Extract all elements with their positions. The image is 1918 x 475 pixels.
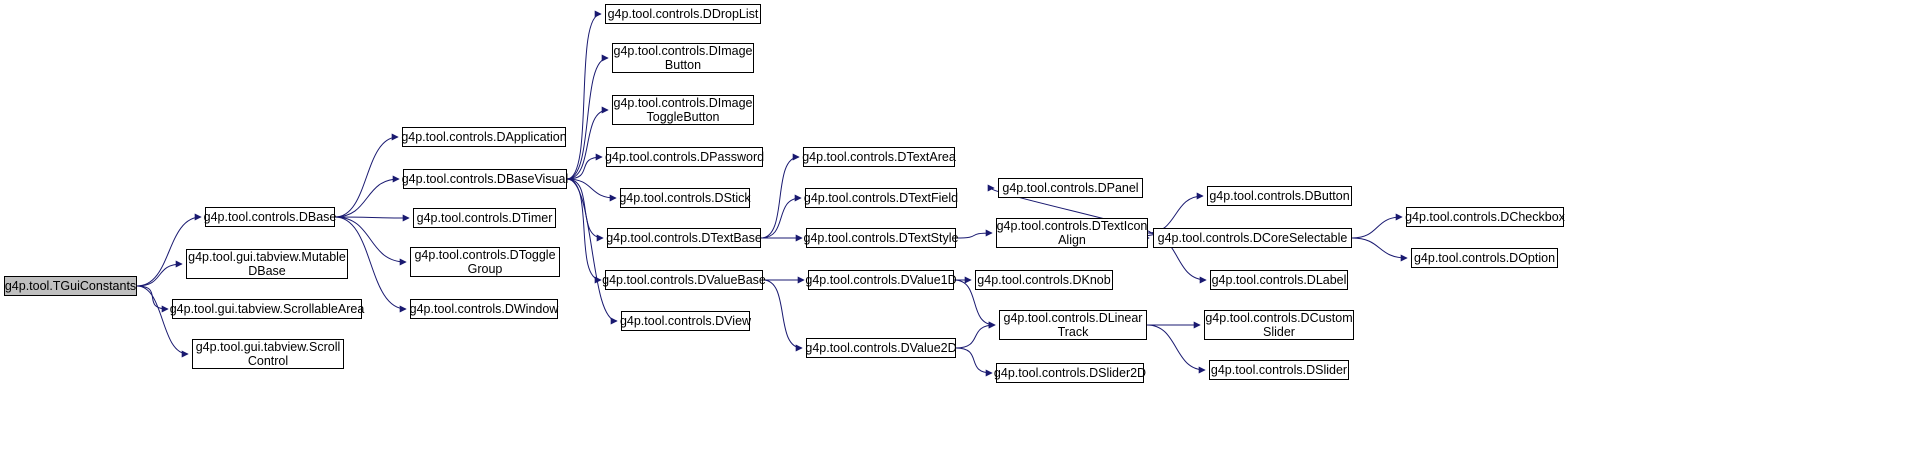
class-node-dbasevisual[interactable]: g4p.tool.controls.DBaseVisual [402, 169, 568, 189]
class-node-dtexticonalign[interactable]: g4p.tool.controls.DTextIcon Align [996, 218, 1148, 248]
edge-dbase-to-dbasevisual [334, 175, 400, 218]
class-node-dtextfield[interactable]: g4p.tool.controls.DTextField [804, 188, 958, 208]
class-node-dvaluebase[interactable]: g4p.tool.controls.DValueBase [602, 270, 766, 290]
edge-dvalue2d-to-dlineartrack [955, 321, 996, 349]
class-node-dimagetoggle[interactable]: g4p.tool.controls.DImage ToggleButton [612, 95, 754, 125]
class-node-dtextstyle[interactable]: g4p.tool.controls.DTextStyle [804, 228, 958, 248]
class-node-dcoreselectable[interactable]: g4p.tool.controls.DCoreSelectable [1153, 228, 1352, 248]
edge-dvaluebase-to-dvalue2d [762, 279, 803, 352]
class-node-dwindow[interactable]: g4p.tool.controls.DWindow [410, 299, 558, 319]
class-node-dpassword[interactable]: g4p.tool.controls.DPassword [605, 147, 764, 167]
class-node-ddroplist[interactable]: g4p.tool.controls.DDropList [605, 4, 761, 24]
edge-root-to-scrollcontrol [136, 285, 189, 358]
class-node-dknob[interactable]: g4p.tool.controls.DKnob [975, 270, 1113, 290]
class-node-scrollablearea[interactable]: g4p.tool.gui.tabview.ScrollableArea [170, 299, 364, 319]
edge-root-to-scrollablearea [136, 285, 169, 313]
class-node-root[interactable]: g4p.tool.TGuiConstants [4, 276, 137, 296]
class-node-dimagebutton[interactable]: g4p.tool.controls.DImage Button [612, 43, 754, 73]
class-node-dvalue2d[interactable]: g4p.tool.controls.DValue2D [805, 338, 957, 358]
class-node-dvalue1d[interactable]: g4p.tool.controls.DValue1D [805, 270, 957, 290]
edge-dbasevisual-to-dtextbase [566, 178, 604, 242]
class-node-dcheckbox[interactable]: g4p.tool.controls.DCheckbox [1405, 207, 1565, 227]
class-node-dslider[interactable]: g4p.tool.controls.DSlider [1209, 360, 1349, 380]
edge-dbasevisual-to-dstick [566, 178, 617, 202]
edge-dvalue2d-to-dslider2d [955, 347, 993, 377]
class-node-dtextarea[interactable]: g4p.tool.controls.DTextArea [802, 147, 956, 167]
edge-dtextbase-to-dtextfield [760, 194, 802, 239]
class-node-dapplication[interactable]: g4p.tool.controls.DApplication [401, 127, 567, 147]
edge-dbase-to-dapplication [334, 133, 399, 218]
class-node-dtogglegroup[interactable]: g4p.tool.controls.DToggle Group [410, 247, 560, 277]
class-node-dtimer[interactable]: g4p.tool.controls.DTimer [413, 208, 556, 228]
class-node-mutabledbase[interactable]: g4p.tool.gui.tabview.Mutable DBase [186, 249, 348, 279]
edge-dbasevisual-to-dvaluebase [566, 178, 602, 284]
edge-dtextstyle-to-dtexticonalign [955, 229, 993, 239]
class-node-dpanel[interactable]: g4p.tool.controls.DPanel [998, 178, 1143, 198]
class-node-dbutton[interactable]: g4p.tool.controls.DButton [1207, 186, 1352, 206]
class-node-dslider2d[interactable]: g4p.tool.controls.DSlider2D [994, 363, 1146, 383]
edge-dbasevisual-to-ddroplist [566, 10, 602, 180]
edge-root-to-mutabledbase [136, 260, 183, 287]
edge-dbasevisual-to-dimagetoggle [566, 106, 609, 180]
edge-dbasevisual-to-dpassword [566, 153, 603, 180]
class-node-doption[interactable]: g4p.tool.controls.DOption [1411, 248, 1558, 268]
edge-dbase-to-dtimer [334, 214, 410, 222]
edge-dcoreselectable-to-doption [1351, 237, 1408, 262]
edge-dtextbase-to-dtextarea [760, 153, 800, 239]
edge-dbasevisual-to-dview [566, 178, 618, 325]
edge-dbasevisual-to-dimagebutton [566, 54, 609, 180]
class-node-dlabel[interactable]: g4p.tool.controls.DLabel [1210, 270, 1348, 290]
class-node-dview[interactable]: g4p.tool.controls.DView [620, 311, 751, 331]
class-node-dlineartrack[interactable]: g4p.tool.controls.DLinear Track [999, 310, 1147, 340]
class-node-dbase[interactable]: g4p.tool.controls.DBase [204, 207, 336, 227]
class-node-dtextbase[interactable]: g4p.tool.controls.DTextBase [606, 228, 762, 248]
class-node-dcustomslider[interactable]: g4p.tool.controls.DCustom Slider [1204, 310, 1354, 340]
class-node-scrollcontrol[interactable]: g4p.tool.gui.tabview.Scroll Control [192, 339, 344, 369]
edge-dcoreselectable-to-dcheckbox [1351, 213, 1403, 239]
class-node-dstick[interactable]: g4p.tool.controls.DStick [619, 188, 751, 208]
edge-dlineartrack-to-dslider [1146, 324, 1206, 374]
